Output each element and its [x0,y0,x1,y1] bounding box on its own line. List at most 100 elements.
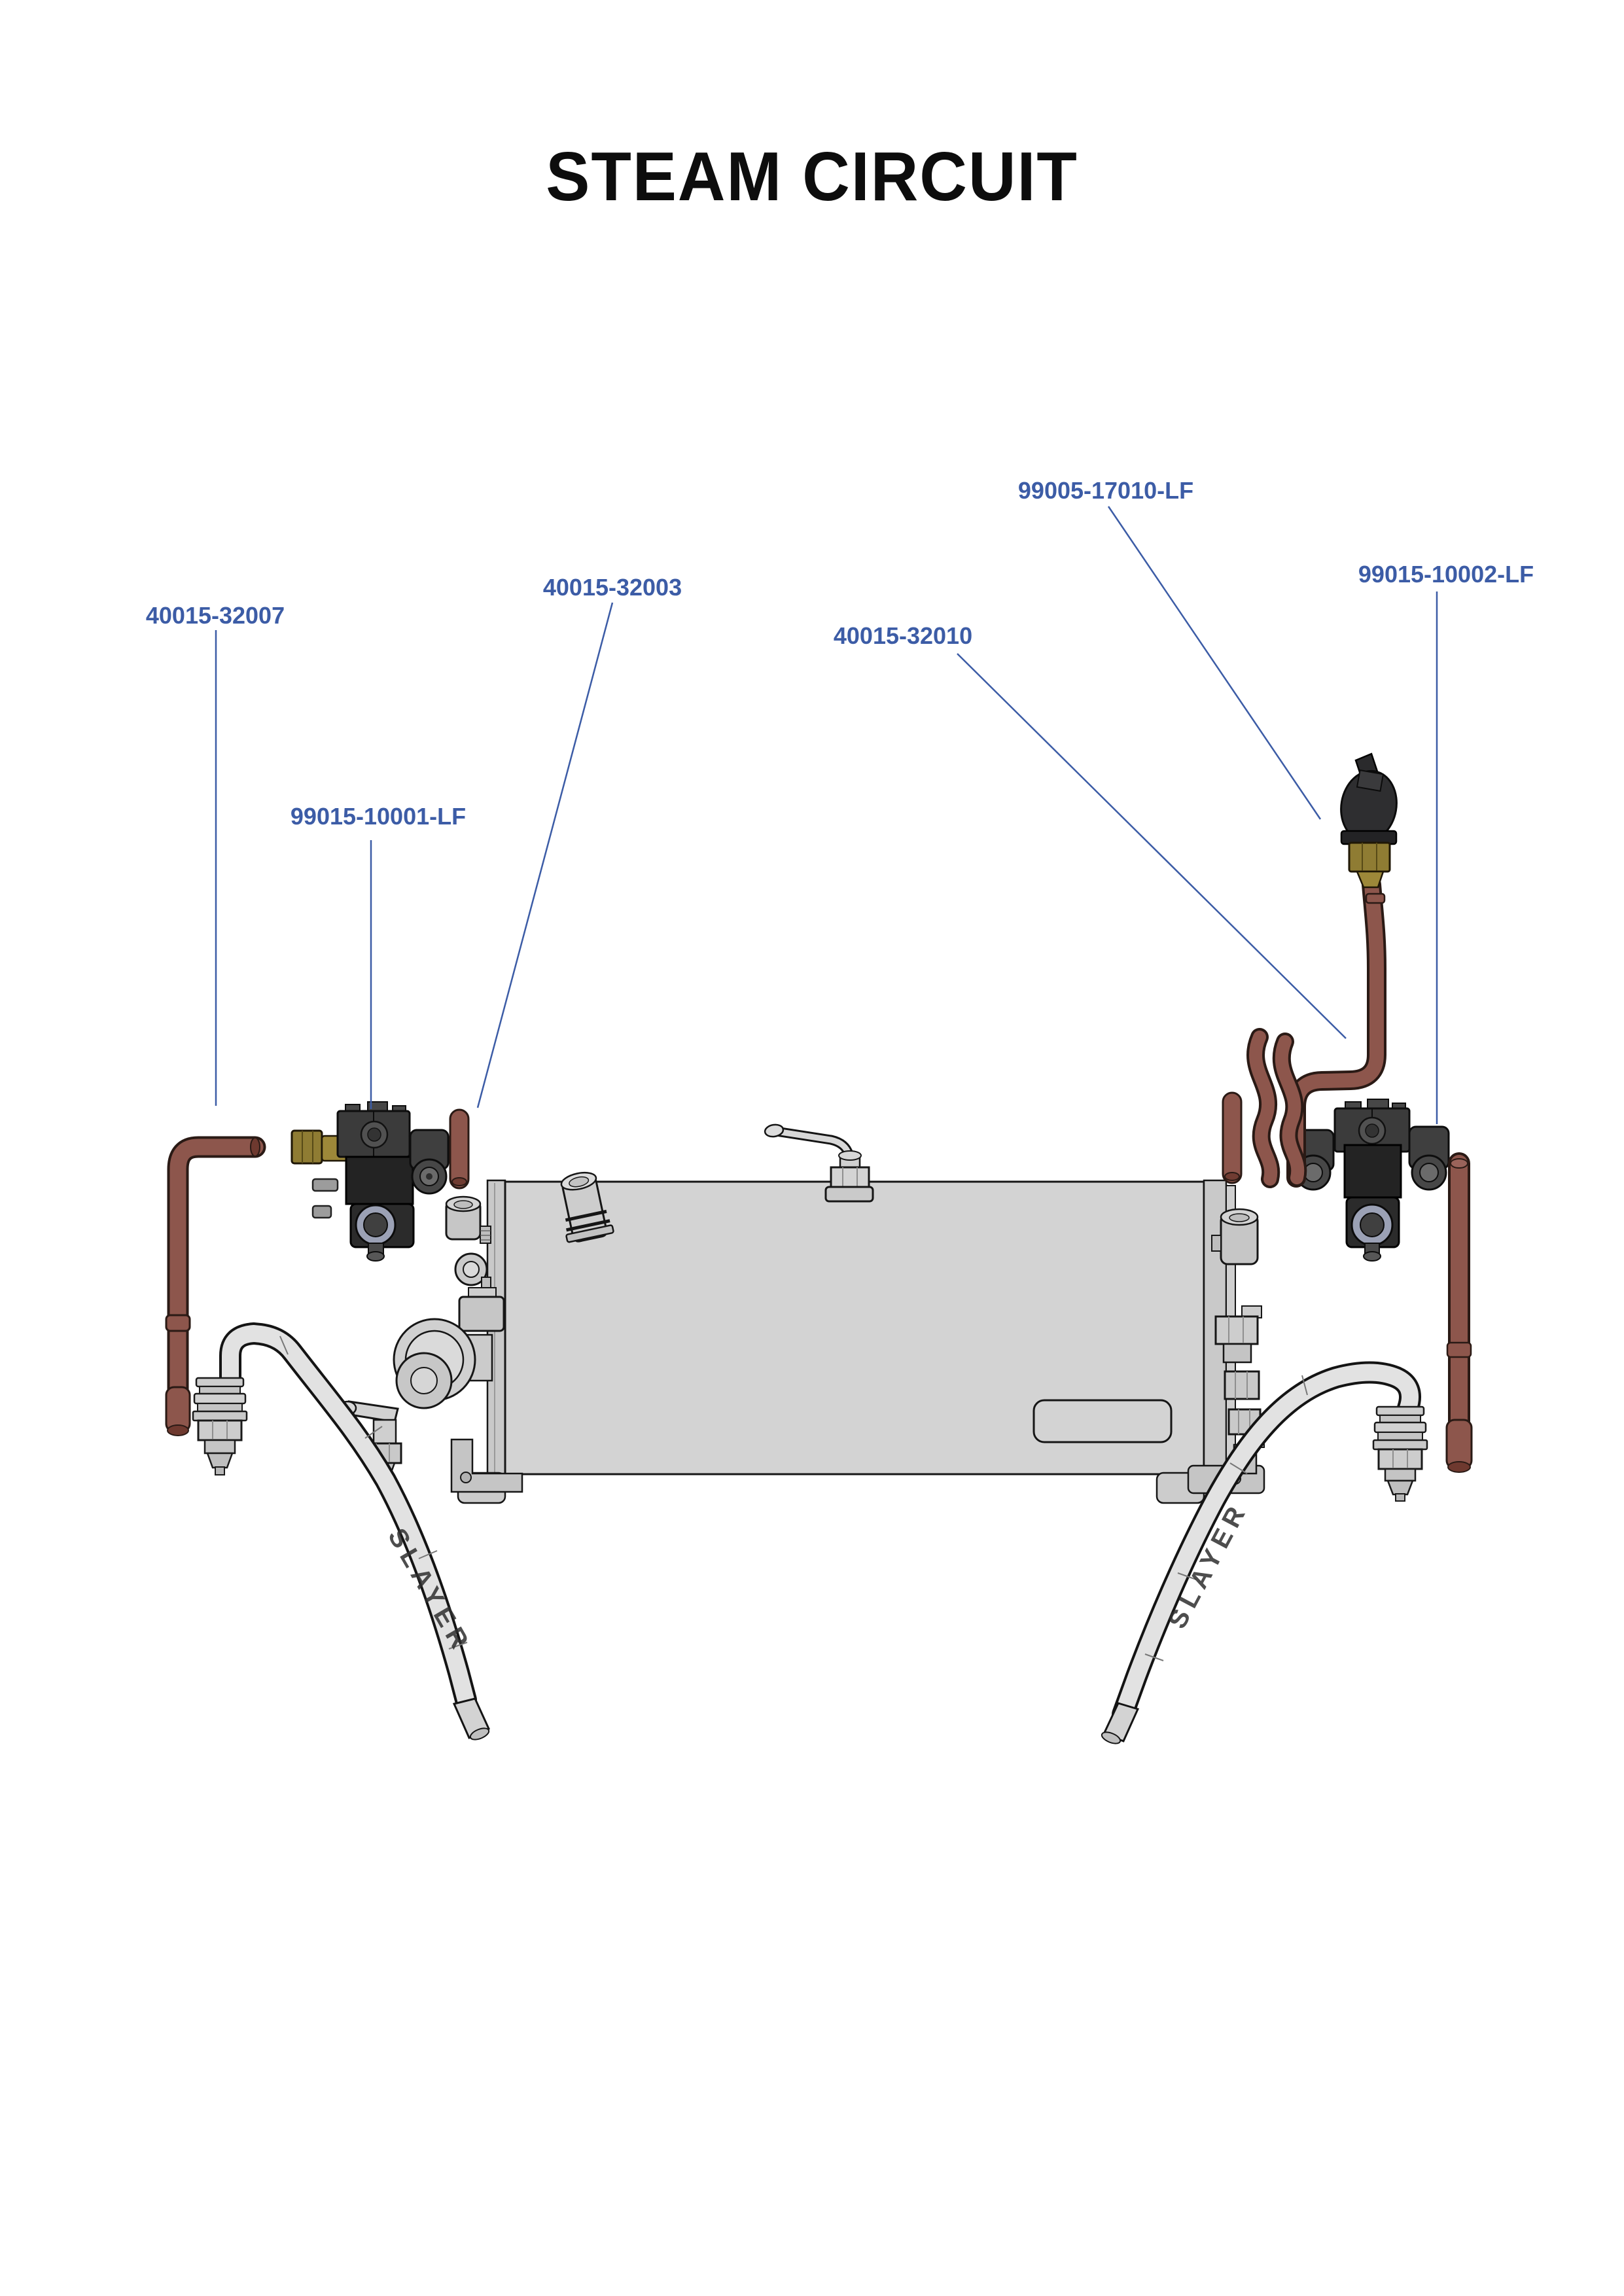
top-port-bore [569,1176,590,1188]
right-copper-sleeve-end [1447,1461,1471,1473]
left-copper-sleeve-end [167,1424,189,1436]
boiler-ball-valve [764,1123,874,1203]
part-number-labels: 40015-32007 99015-10001-LF 40015-32003 4… [146,477,1534,830]
left-copper-pipe-end [250,1137,260,1157]
left-copper-pipe [169,1139,264,1419]
right-hex-port-upper [1224,1370,1260,1400]
probe-lower [1384,1468,1417,1482]
valve-side-stub-1 [311,1178,339,1192]
ball-valve-hex-facets [842,1167,858,1188]
left-hose-tip [452,1697,490,1740]
right-fitting-facets [1228,1316,1244,1344]
probe-collar [1372,1439,1428,1451]
brass-fitting-outer [291,1129,323,1165]
probe-ring-2 [1379,1415,1421,1423]
right-hex-upper-facets [1235,1371,1248,1399]
part-label-99005-17010: 99005-17010-LF [1018,477,1193,504]
solenoid-coil-core [1360,1212,1385,1237]
copper-coil-2 [1275,1035,1305,1184]
part-label-40015-32007: 40015-32007 [146,602,285,629]
probe-tip [215,1466,225,1475]
boiler [450,1179,1265,1504]
ball-valve-hex [830,1166,870,1190]
ball-valve-handle [773,1128,852,1157]
right-hose-tip-end [1101,1731,1121,1744]
sensor-brass-hex [1348,841,1391,873]
valve-outlet-bore [1419,1163,1439,1182]
short-copper-tube-left [449,1108,470,1190]
right-copper-pipe-sleeve [1445,1419,1473,1470]
short-copper-tube-right-end [1224,1172,1240,1181]
part-label-40015-32010: 40015-32010 [834,622,972,649]
boiler-left-fittings [445,1195,491,1290]
sensor-brass-taper [1356,870,1385,889]
probe-ring-1 [1375,1405,1425,1417]
leader-line-40015-32010 [957,653,1347,1039]
brass-fitting-facets [302,1131,313,1163]
drain-valve-stem [372,1419,397,1445]
left-nipple-threads [480,1230,491,1241]
right-elbow-nipple [1211,1235,1222,1252]
probe-ring-3 [193,1392,247,1405]
left-hose [222,1324,474,1708]
probe-ring-1 [195,1377,245,1388]
left-elbow-bore [453,1200,473,1209]
left-elbow-nipple [480,1226,491,1244]
top-port-bands [565,1209,610,1232]
copper-tubing [165,875,1473,1473]
solenoid-coil-core [363,1212,388,1237]
probe-lower [203,1439,236,1455]
probe-hex-facets [1392,1449,1408,1469]
probe-tip [1395,1493,1405,1502]
solenoid-coil-upper [345,1156,414,1205]
top-port-collar [565,1224,614,1243]
cylinder-mount-block [458,1296,505,1332]
valve-side-stub-2 [311,1205,332,1219]
ball-valve-handle-tip [764,1123,785,1138]
valve-boss-bore [367,1127,381,1142]
right-solenoid-valve [1293,1099,1450,1262]
leader-line-40015-32003 [476,602,614,1108]
probe-collar [192,1410,248,1422]
probe-hex [1377,1448,1423,1470]
left-round-fitting-bore [463,1261,480,1278]
left-solenoid-valve [291,1101,450,1262]
copper-coil-1 [1249,1031,1278,1186]
boiler-top-port [560,1171,614,1243]
valve-outlet-center [426,1173,432,1180]
right-fitting-lower [1222,1343,1252,1364]
sensor-pipe [1289,877,1384,1185]
right-probe-valve [1372,1405,1428,1502]
probe-ring-4 [197,1403,243,1412]
right-copper-pipe-top [1450,1158,1468,1169]
hose-brand-text-left: SLAYER [382,1524,476,1659]
sensor-cap [1356,769,1385,792]
sensor-hex-facets [1362,843,1377,872]
short-copper-tube-right [1222,1091,1243,1184]
boiler-nameplate-recess [1033,1399,1173,1443]
ball-valve-stem-top [838,1150,862,1161]
leader-lines [215,506,1438,1124]
right-elbow-bore [1229,1213,1250,1222]
probe-ring-3 [1373,1421,1427,1434]
probe-taper [206,1452,234,1469]
probe-hex [197,1419,243,1441]
probe-ring-2 [199,1386,241,1394]
solenoid-coil-upper [1343,1144,1402,1199]
right-copper-pipe-coupling [1446,1341,1472,1358]
solenoid-nipple-end [1363,1251,1381,1262]
pressure-sensor [1340,752,1398,889]
left-probe-valve [192,1377,248,1475]
sensor-pipe-coupling [1365,892,1386,904]
left-hose-segment-lines [279,1335,468,1650]
probe-ring-4 [1377,1432,1423,1441]
part-label-40015-32003: 40015-32003 [543,574,682,601]
right-fitting-body [1214,1315,1259,1345]
probe-hex-facets [212,1421,228,1440]
valve-boss-bore [1365,1123,1379,1138]
ball-valve-base [824,1186,874,1203]
left-copper-pipe-outline [167,1136,266,1422]
page-title: STEAM CIRCUIT [546,138,1078,215]
